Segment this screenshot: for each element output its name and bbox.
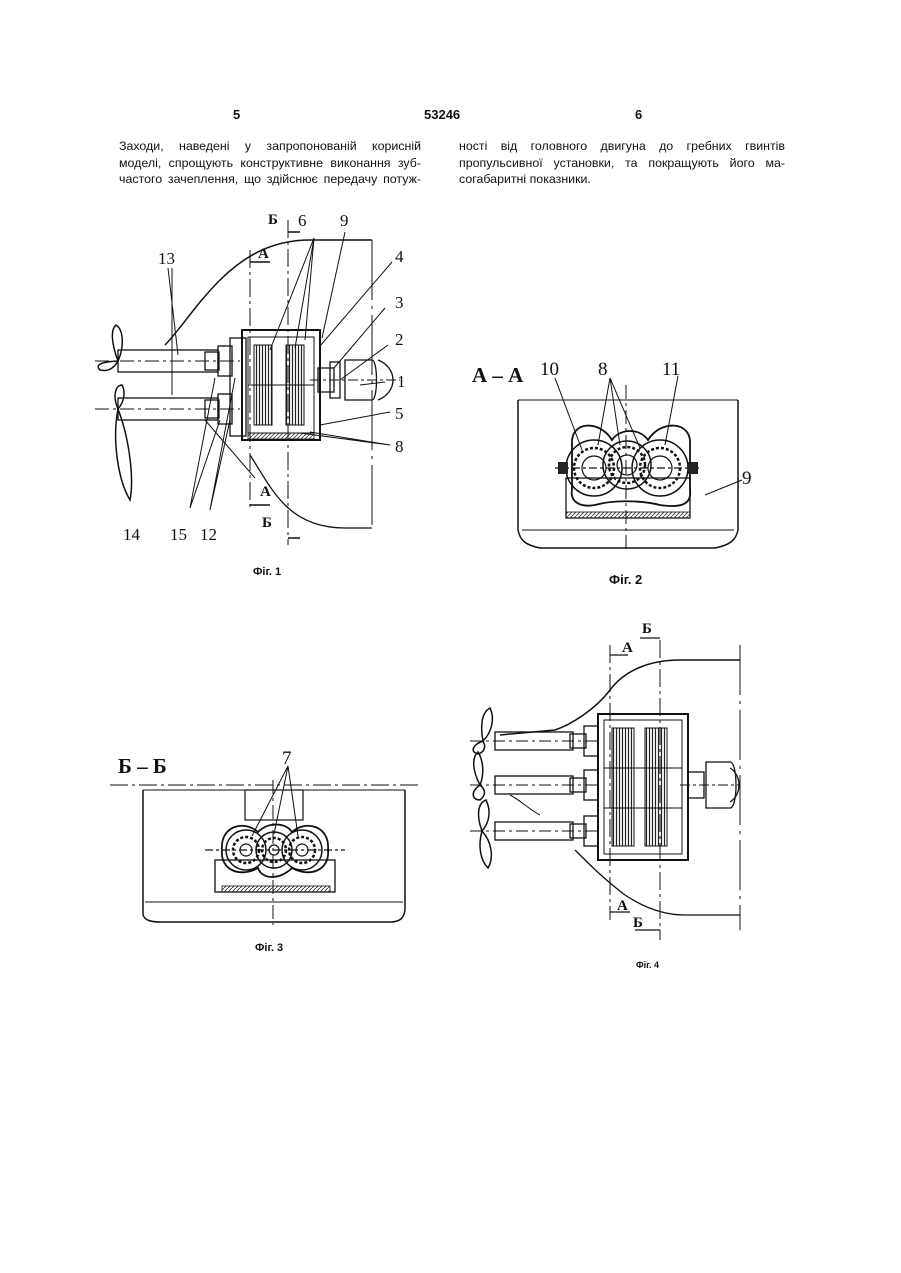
label-9: 9 [742, 468, 752, 489]
figure-3: Б – Б 7 [110, 748, 420, 925]
label-2: 2 [395, 330, 404, 349]
label-15: 15 [170, 525, 187, 544]
label-11: 11 [662, 359, 680, 380]
label-8: 8 [395, 437, 404, 456]
label-6: 6 [298, 211, 307, 230]
section-mark-b: Б [262, 515, 272, 531]
figure-2: А – А 10 8 11 9 [472, 359, 752, 550]
section-title-a-a: А – А [472, 363, 524, 387]
label-8: 8 [598, 359, 608, 380]
label-1: 1 [397, 372, 406, 391]
section-mark-b: Б [642, 621, 652, 637]
section-mark-a: А [617, 898, 628, 914]
label-13: 13 [158, 249, 175, 268]
label-3: 3 [395, 293, 404, 312]
label-10: 10 [540, 359, 559, 380]
caption-fig1: Фіг. 1 [253, 566, 281, 578]
section-mark-b: Б [268, 212, 278, 228]
figure-4: А Б А Б [470, 621, 740, 940]
section-mark-a: А [260, 484, 271, 500]
label-14: 14 [123, 525, 141, 544]
section-mark-b: Б [633, 915, 643, 931]
caption-fig3: Фіг. 3 [255, 942, 283, 954]
label-9: 9 [340, 211, 349, 230]
caption-fig2: Фіг. 2 [609, 572, 642, 587]
label-4: 4 [395, 247, 404, 266]
caption-fig4: Фіг. 4 [636, 960, 659, 970]
section-mark-a: А [622, 640, 633, 656]
figure-1: 13 6 9 4 3 2 1 5 8 14 15 12 А Б А Б [95, 211, 406, 545]
label-7: 7 [282, 748, 292, 769]
label-5: 5 [395, 404, 404, 423]
label-12: 12 [200, 525, 217, 544]
section-mark-a: А [258, 246, 269, 262]
section-title-b-b: Б – Б [118, 754, 167, 778]
